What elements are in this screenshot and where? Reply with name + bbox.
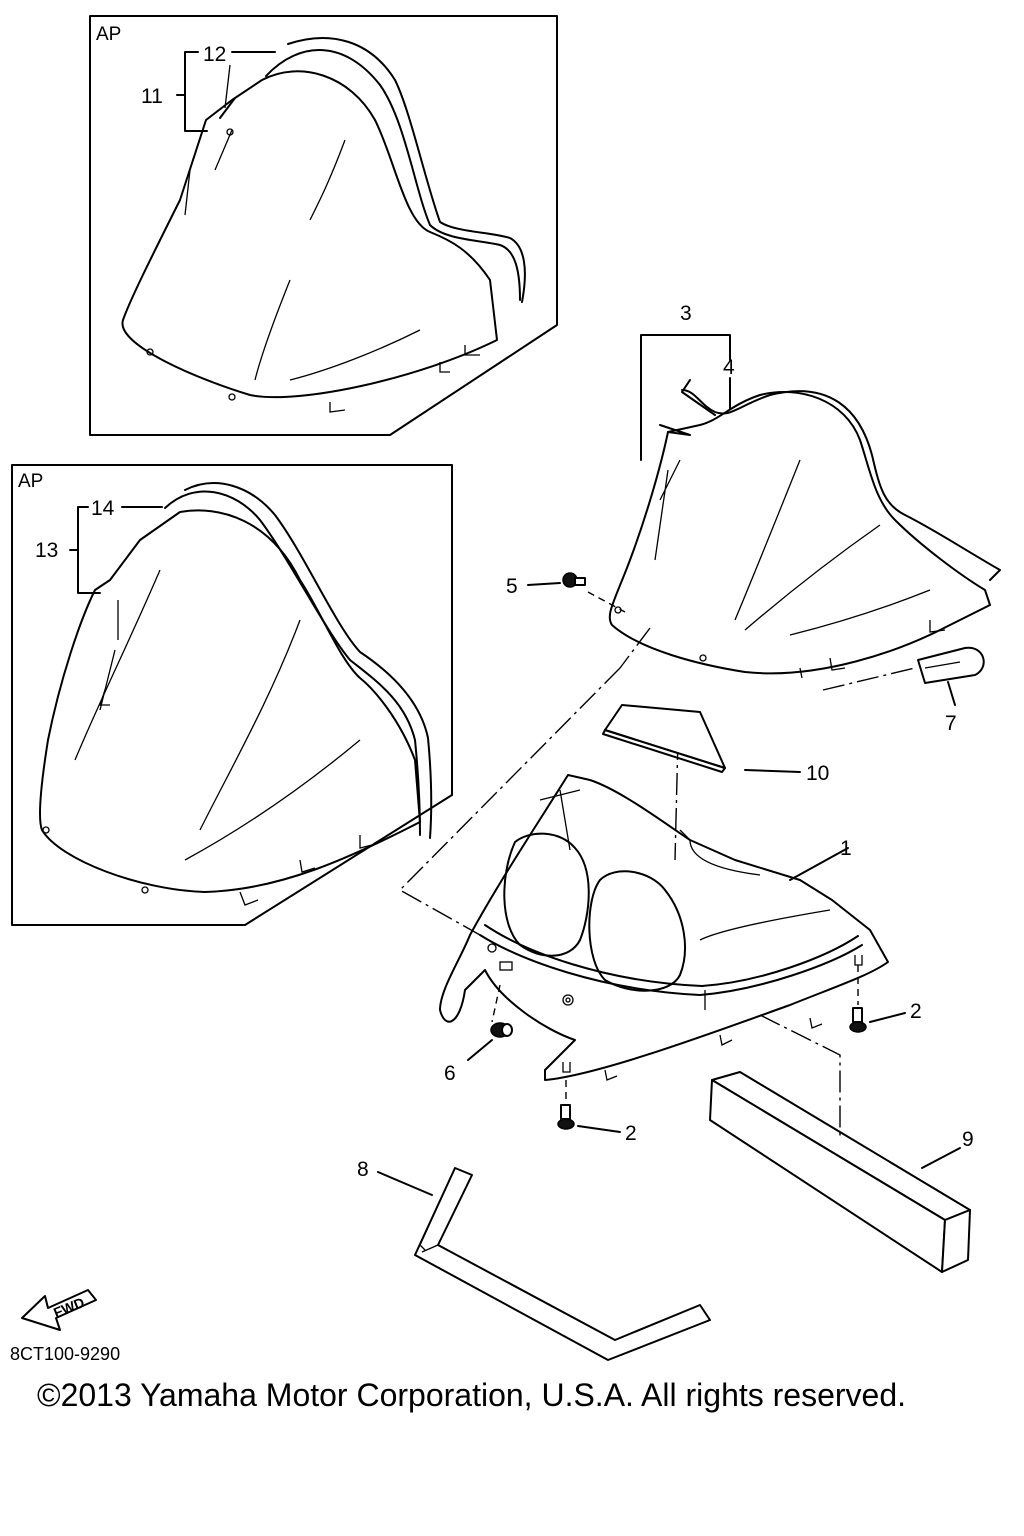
cowl-part-1: 1	[439, 774, 889, 1081]
callout-2-bottom: 2	[625, 1122, 637, 1145]
pad-part-10: 10	[602, 704, 829, 785]
bolt-part-2-right: 2	[849, 965, 922, 1033]
callout-2-right: 2	[910, 1000, 922, 1023]
fwd-arrow-icon: FWD	[21, 1289, 97, 1331]
windshield-part-3: 3 4	[608, 302, 1001, 679]
callout-6: 6	[444, 1062, 456, 1085]
callout-3: 3	[680, 302, 692, 325]
foam-part-9: 9	[709, 1014, 974, 1273]
alignment-line-left	[398, 627, 651, 936]
callout-5: 5	[506, 575, 518, 598]
inset-windshield-13-14: AP 14 13	[11, 464, 453, 926]
inset-label-ap-2: AP	[18, 471, 43, 492]
inset-label-ap-1: AP	[96, 24, 121, 45]
grommet-part-6: 6	[444, 984, 513, 1085]
copyright-notice: ©2013 Yamaha Motor Corporation, U.S.A. A…	[37, 1377, 906, 1413]
fwd-label: FWD	[51, 1294, 87, 1321]
callout-14: 14	[91, 497, 115, 520]
callout-9: 9	[962, 1128, 974, 1151]
callout-4: 4	[723, 356, 735, 379]
diagram-code: 8CT100-9290	[10, 1344, 120, 1364]
callout-1: 1	[840, 837, 852, 860]
callout-10: 10	[806, 762, 829, 785]
callout-7: 7	[945, 712, 957, 735]
callout-12: 12	[203, 43, 226, 66]
callout-11: 11	[141, 85, 163, 108]
bumper-part-8: 8	[357, 1158, 711, 1361]
callout-8: 8	[357, 1158, 369, 1181]
screw-part-5: 5	[506, 572, 626, 613]
bracket-part-7: 7	[822, 646, 985, 735]
callout-13: 13	[35, 539, 58, 562]
bolt-part-2-bottom: 2	[557, 1080, 637, 1145]
inset-windshield-11-12: AP 12 11	[89, 15, 558, 436]
